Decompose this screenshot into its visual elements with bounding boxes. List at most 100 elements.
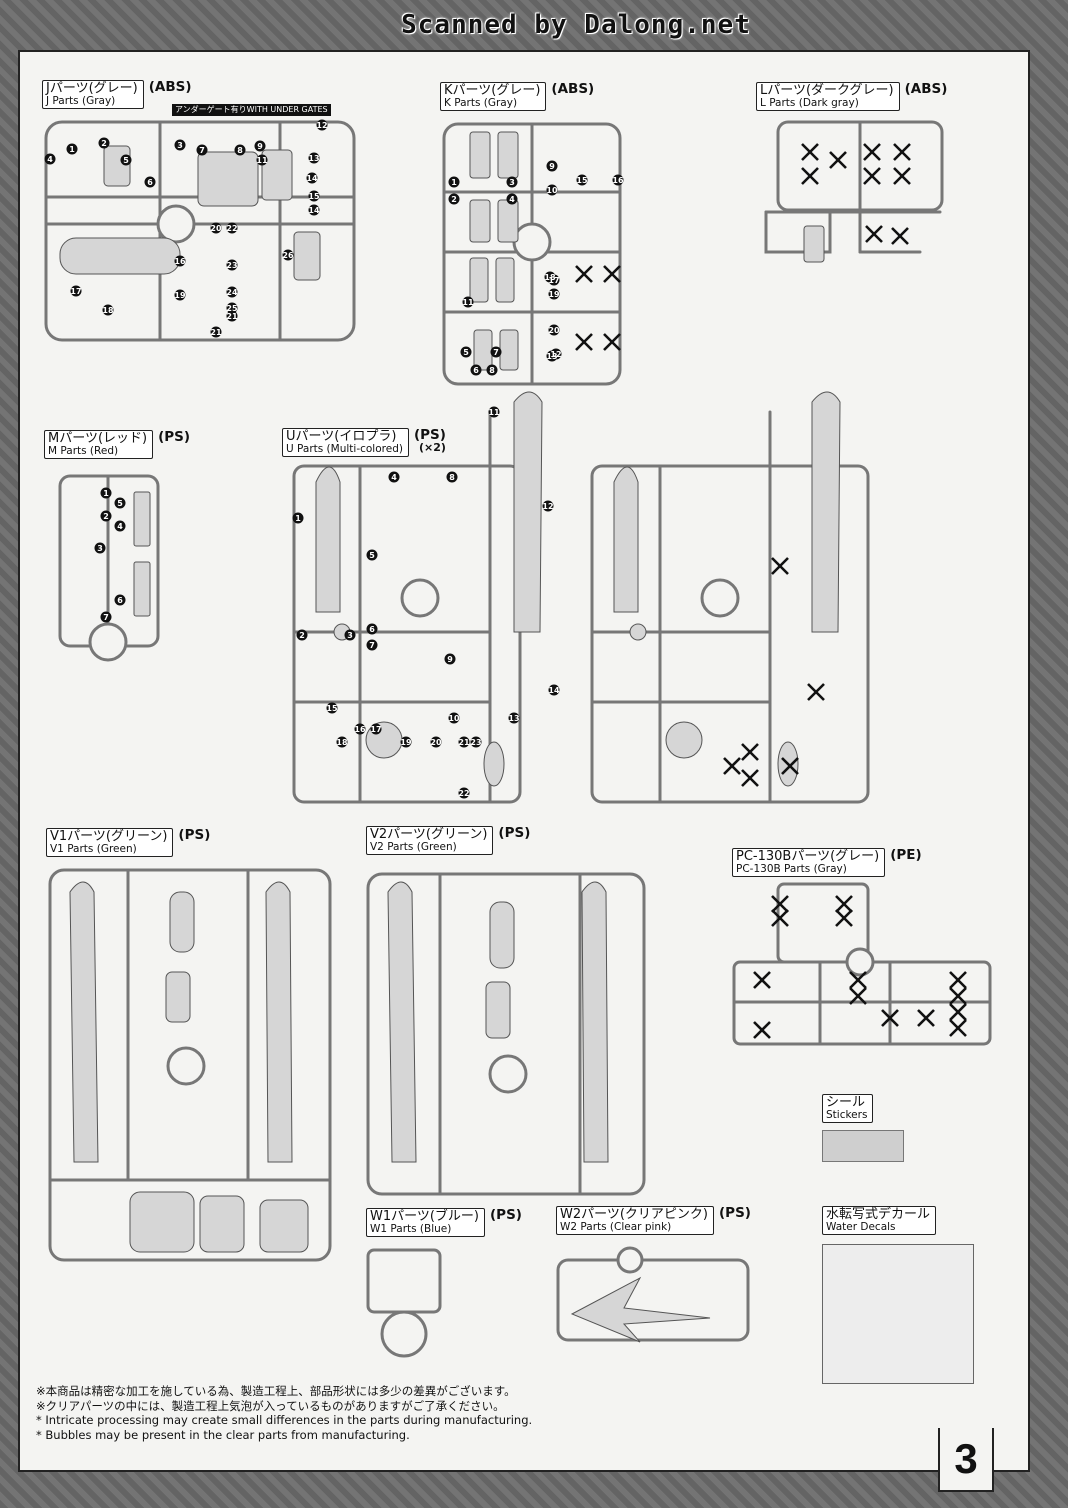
svg-text:9: 9 <box>447 655 453 664</box>
svg-text:8: 8 <box>237 146 243 155</box>
water-decal-sheet <box>822 1244 974 1384</box>
svg-text:3: 3 <box>97 544 103 553</box>
scanner-watermark: Scanned by Dalong.net <box>401 10 751 40</box>
svg-text:19: 19 <box>400 738 412 747</box>
svg-text:1: 1 <box>103 489 109 498</box>
svg-text:20: 20 <box>210 224 222 233</box>
svg-text:8: 8 <box>449 473 455 482</box>
svg-text:3: 3 <box>177 141 183 150</box>
svg-text:15: 15 <box>326 704 338 713</box>
section-label-v1: V1パーツ(グリーン)V1 Parts (Green)(PS) <box>46 828 210 857</box>
svg-text:19: 19 <box>174 291 186 300</box>
section-label-v2: V2パーツ(グリーン)V2 Parts (Green)(PS) <box>366 826 530 855</box>
svg-text:5: 5 <box>369 551 375 560</box>
svg-text:18: 18 <box>102 306 114 315</box>
svg-text:14: 14 <box>548 686 560 695</box>
svg-text:19: 19 <box>548 290 560 299</box>
svg-text:17: 17 <box>70 287 81 296</box>
svg-text:2: 2 <box>103 512 109 521</box>
svg-text:12: 12 <box>542 502 553 511</box>
svg-text:4: 4 <box>509 195 515 204</box>
note-en-1: * Intricate processing may create small … <box>36 1413 533 1427</box>
svg-text:6: 6 <box>147 178 153 187</box>
svg-text:8: 8 <box>489 366 495 375</box>
note-en-2: * Bubbles may be present in the clear pa… <box>36 1427 410 1442</box>
svg-text:16: 16 <box>612 176 624 185</box>
svg-text:20: 20 <box>430 738 442 747</box>
svg-text:18: 18 <box>544 273 556 282</box>
svg-text:1: 1 <box>295 514 301 523</box>
svg-text:2: 2 <box>101 139 107 148</box>
svg-text:2: 2 <box>451 195 457 204</box>
section-label-l: Lパーツ(ダークグレー)L Parts (Dark gray)(ABS) <box>756 82 947 111</box>
svg-text:6: 6 <box>369 625 375 634</box>
svg-text:12: 12 <box>550 350 561 359</box>
svg-text:22: 22 <box>226 224 237 233</box>
material-u: (PS) <box>413 427 446 443</box>
svg-text:25: 25 <box>226 304 238 313</box>
svg-text:4: 4 <box>391 473 397 482</box>
svg-text:11: 11 <box>488 408 500 417</box>
svg-text:7: 7 <box>369 641 375 650</box>
svg-text:4: 4 <box>117 522 123 531</box>
svg-text:23: 23 <box>226 261 237 270</box>
svg-text:5: 5 <box>117 499 123 508</box>
under-gate-tag: アンダーゲート有りWITH UNDER GATES <box>172 104 331 116</box>
svg-text:24: 24 <box>226 288 238 297</box>
svg-text:10: 10 <box>546 186 558 195</box>
svg-text:17: 17 <box>548 276 559 285</box>
svg-text:15: 15 <box>576 176 588 185</box>
svg-text:11: 11 <box>256 156 268 165</box>
section-label-w2: W2パーツ(クリアピンク)W2 Parts (Clear pink)(PS) <box>556 1206 751 1235</box>
svg-text:1: 1 <box>69 145 75 154</box>
svg-text:12: 12 <box>316 121 327 130</box>
svg-text:14: 14 <box>308 206 320 215</box>
svg-text:11: 11 <box>462 298 474 307</box>
page-number: 3 <box>938 1428 994 1492</box>
svg-text:7: 7 <box>199 146 205 155</box>
svg-text:3: 3 <box>347 631 353 640</box>
svg-text:16: 16 <box>174 257 186 266</box>
svg-text:13: 13 <box>546 352 557 361</box>
note-jp-2: ※クリアパーツの中には、製造工程上気泡が入っているものがありますがご了承ください… <box>36 1398 505 1413</box>
svg-text:13: 13 <box>508 714 519 723</box>
svg-text:3: 3 <box>509 178 515 187</box>
section-label-w1: W1パーツ(ブルー)W1 Parts (Blue)(PS) <box>366 1208 522 1237</box>
svg-text:13: 13 <box>308 154 319 163</box>
svg-text:21: 21 <box>226 312 238 321</box>
svg-text:21: 21 <box>458 738 470 747</box>
svg-text:10: 10 <box>448 714 460 723</box>
sticker-sheet <box>822 1130 904 1162</box>
svg-text:2: 2 <box>299 631 305 640</box>
svg-text:17: 17 <box>370 725 381 734</box>
svg-text:14: 14 <box>306 174 318 183</box>
svg-text:22: 22 <box>458 789 469 798</box>
svg-text:6: 6 <box>473 366 479 375</box>
svg-text:15: 15 <box>308 192 320 201</box>
note-jp-1: ※本商品は精密な加工を施している為、製造工程上、部品形状には多少の差異がございま… <box>36 1384 516 1398</box>
svg-text:26: 26 <box>282 251 294 260</box>
svg-text:16: 16 <box>354 725 366 734</box>
svg-text:21: 21 <box>210 328 222 337</box>
section-label-k: Kパーツ(グレー)K Parts (Gray)(ABS) <box>440 82 594 111</box>
svg-text:1: 1 <box>451 178 457 187</box>
manufacturing-notes: ※本商品は精密な加工を施している為、製造工程上、部品形状には多少の差異がございま… <box>36 1384 532 1442</box>
svg-text:20: 20 <box>548 326 560 335</box>
svg-text:18: 18 <box>336 738 348 747</box>
svg-text:9: 9 <box>549 162 555 171</box>
svg-text:7: 7 <box>493 348 499 357</box>
svg-text:5: 5 <box>123 156 129 165</box>
quantity-u: (×2) <box>418 441 446 455</box>
section-label-j: Jパーツ(グレー)J Parts (Gray)(ABS) <box>42 80 192 109</box>
svg-text:6: 6 <box>117 596 123 605</box>
svg-text:4: 4 <box>47 155 53 164</box>
section-label-u: Uパーツ(イロプラ)U Parts (Multi-colored)(PS)(×2… <box>282 428 446 457</box>
section-label-m: Mパーツ(レッド)M Parts (Red)(PS) <box>44 430 190 459</box>
svg-text:23: 23 <box>470 738 481 747</box>
svg-text:5: 5 <box>463 348 469 357</box>
svg-text:9: 9 <box>257 142 263 151</box>
